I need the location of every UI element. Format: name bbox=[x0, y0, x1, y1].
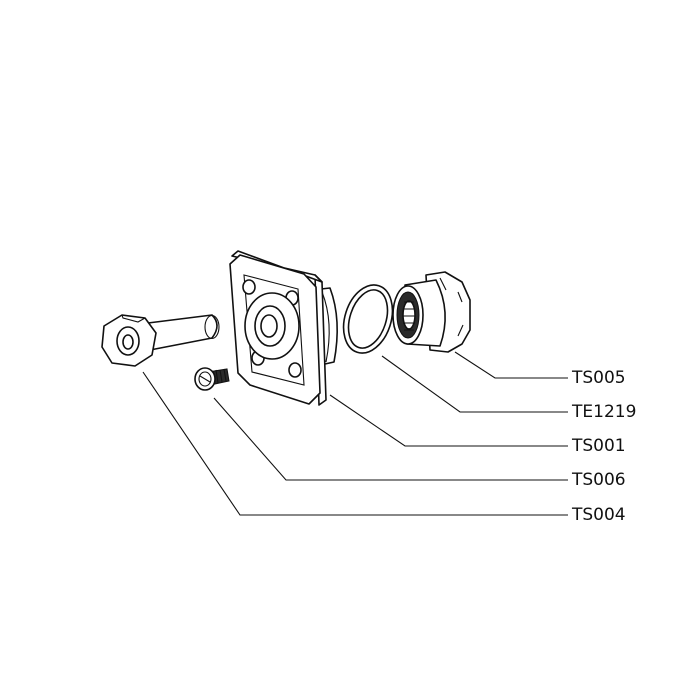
part-ts004-bolt bbox=[101, 314, 220, 367]
leader-te1219 bbox=[381, 355, 568, 413]
part-ts001-flange bbox=[229, 250, 338, 406]
leader-ts006 bbox=[213, 397, 568, 481]
callout-label-te1219: TE1219 bbox=[572, 402, 637, 422]
part-te1219-oring bbox=[342, 284, 394, 354]
leader-ts001 bbox=[329, 394, 568, 447]
callout-label-ts004: TS004 bbox=[572, 505, 626, 525]
callout-label-ts005: TS005 bbox=[572, 368, 626, 388]
part-ts006-screw bbox=[194, 367, 230, 391]
part-ts005-sleeve bbox=[392, 271, 471, 353]
callout-label-ts001: TS001 bbox=[572, 436, 626, 456]
callout-label-ts006: TS006 bbox=[572, 470, 626, 490]
leader-ts004 bbox=[142, 371, 568, 516]
leader-lines bbox=[142, 351, 568, 516]
leader-ts005 bbox=[454, 351, 568, 379]
